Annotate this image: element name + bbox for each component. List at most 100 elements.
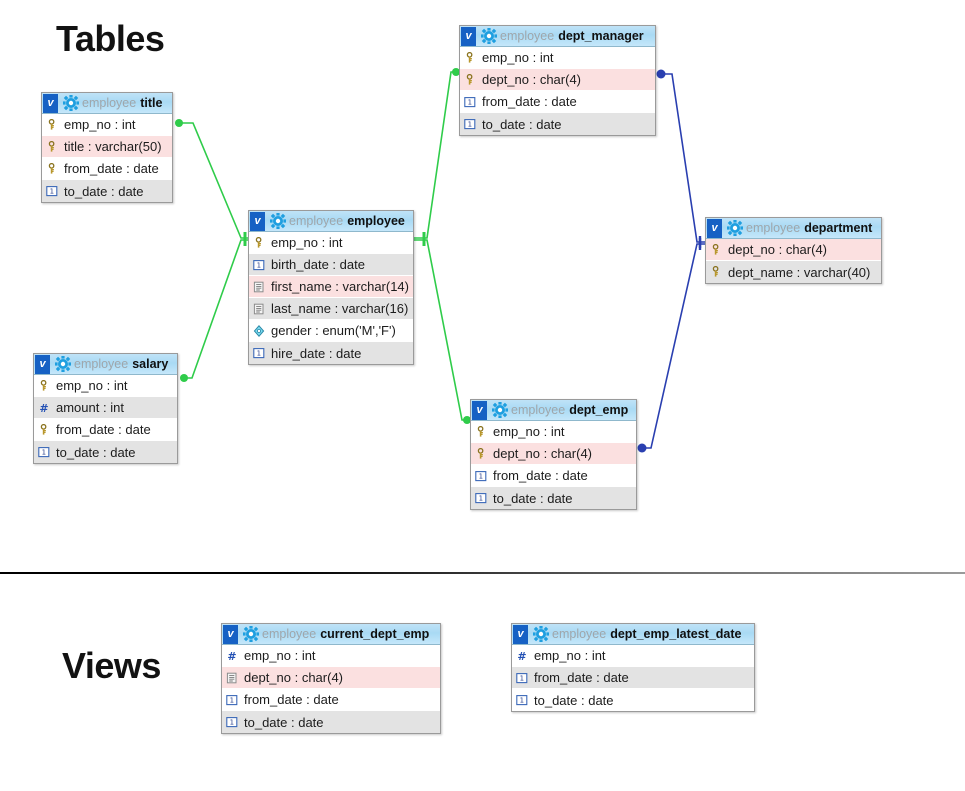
column-row[interactable]: dept_name : varchar(40) xyxy=(706,261,881,283)
entity-schema-label: employee xyxy=(511,403,566,417)
date-icon: 1 xyxy=(516,672,528,683)
gear-icon xyxy=(63,95,79,111)
key-icon xyxy=(712,243,719,255)
column-row[interactable]: last_name : varchar(16) xyxy=(249,298,413,320)
svg-text:#: # xyxy=(227,650,236,662)
varchar-icon xyxy=(226,672,237,683)
gear-icon xyxy=(270,213,286,229)
key-icon xyxy=(48,140,55,152)
gear-icon xyxy=(492,402,508,418)
column-label: hire_date : date xyxy=(271,345,362,361)
int-icon: # xyxy=(517,650,526,662)
column-row[interactable]: #emp_no : int xyxy=(222,645,440,667)
key-icon xyxy=(48,118,55,130)
column-row[interactable]: dept_no : char(4) xyxy=(706,239,881,261)
column-row[interactable]: 1 from_date : date xyxy=(222,689,440,711)
section-divider xyxy=(0,572,965,574)
int-icon: # xyxy=(227,650,236,662)
relationship-employee-dept_emp xyxy=(414,234,471,424)
view-badge-icon: v xyxy=(472,400,487,420)
column-row[interactable]: from_date : date xyxy=(42,158,172,180)
svg-text:#: # xyxy=(39,402,48,414)
enum-icon xyxy=(253,324,265,337)
relationship-employee-dept_manager xyxy=(414,68,460,244)
entity-schema-label: employee xyxy=(552,627,607,641)
relationship-salary-employee xyxy=(180,234,248,382)
svg-text:1: 1 xyxy=(50,188,54,196)
date-icon: 1 xyxy=(464,119,476,130)
svg-text:1: 1 xyxy=(520,697,524,705)
column-row[interactable]: from_date : date xyxy=(34,419,177,441)
svg-text:1: 1 xyxy=(42,449,46,457)
column-row[interactable]: gender : enum('M','F') xyxy=(249,320,413,342)
column-row[interactable]: 1 to_date : date xyxy=(42,180,172,202)
column-label: gender : enum('M','F') xyxy=(271,323,396,338)
column-row[interactable]: #emp_no : int xyxy=(512,645,754,667)
column-row[interactable]: emp_no : int xyxy=(42,114,172,136)
view-badge-icon: v xyxy=(250,211,265,231)
column-label: from_date : date xyxy=(244,692,339,707)
column-label: dept_no : char(4) xyxy=(728,242,828,257)
view-badge-icon: v xyxy=(461,26,476,46)
gear-icon xyxy=(533,626,549,642)
column-row[interactable]: #amount : int xyxy=(34,397,177,419)
column-row[interactable]: dept_no : char(4) xyxy=(222,667,440,689)
svg-text:1: 1 xyxy=(257,261,261,269)
key-icon xyxy=(712,266,719,277)
column-row[interactable]: emp_no : int xyxy=(34,375,177,397)
svg-text:1: 1 xyxy=(520,674,524,682)
column-row[interactable]: first_name : varchar(14) xyxy=(249,276,413,298)
relationship-dept_emp-department xyxy=(637,238,705,453)
date-icon: 1 xyxy=(226,694,238,705)
view-badge-icon: v xyxy=(513,624,528,644)
column-row[interactable]: emp_no : int xyxy=(249,232,413,254)
entity-schema-label: employee xyxy=(500,29,555,43)
column-label: dept_no : char(4) xyxy=(244,670,344,685)
entity-schema-label: employee xyxy=(746,221,801,235)
column-label: to_date : date xyxy=(64,183,144,199)
section-title-tables: Tables xyxy=(56,18,165,59)
column-label: from_date : date xyxy=(493,468,588,483)
date-icon: 1 xyxy=(253,348,265,359)
entity-name-label: salary xyxy=(132,357,169,371)
column-label: from_date : date xyxy=(56,422,151,437)
column-label: from_date : date xyxy=(534,670,629,685)
column-row[interactable]: emp_no : int xyxy=(471,421,636,443)
column-row[interactable]: 1 hire_date : date xyxy=(249,342,413,364)
column-row[interactable]: title : varchar(50) xyxy=(42,136,172,158)
view-badge-icon: v xyxy=(707,218,722,238)
column-row[interactable]: 1 from_date : date xyxy=(512,667,754,689)
column-row[interactable]: dept_no : char(4) xyxy=(471,443,636,465)
varchar-icon xyxy=(253,303,264,314)
svg-text:1: 1 xyxy=(230,696,234,704)
column-label: last_name : varchar(16) xyxy=(271,301,409,316)
column-row[interactable]: dept_no : char(4) xyxy=(460,69,655,91)
column-label: dept_no : char(4) xyxy=(482,72,582,87)
column-row[interactable]: emp_no : int xyxy=(460,47,655,69)
date-icon: 1 xyxy=(46,186,58,197)
